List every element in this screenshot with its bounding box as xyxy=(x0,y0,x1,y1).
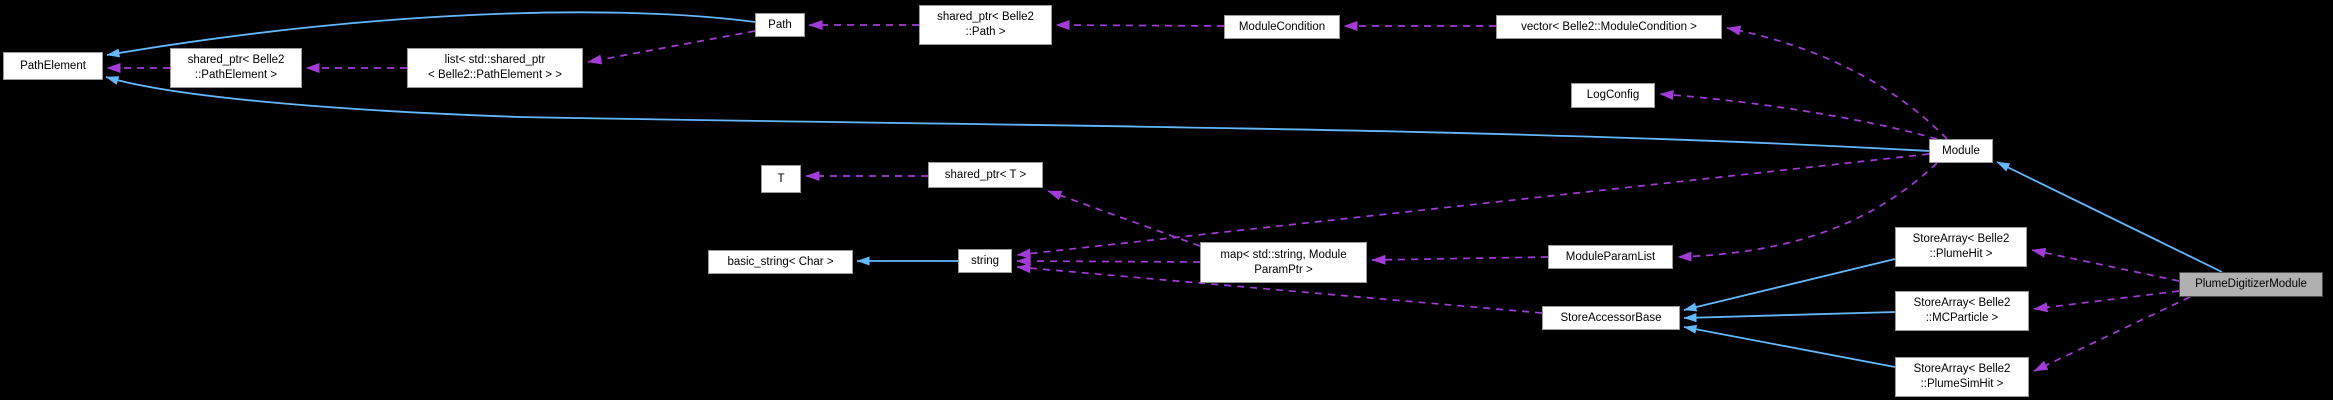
node-label: list< std::shared_ptr xyxy=(444,54,546,66)
node-storeaccessorbase[interactable]: StoreAccessorBase xyxy=(1542,306,1680,330)
node-label: shared_ptr< Belle2 xyxy=(937,11,1034,23)
edge-inheritance-storearray-plumesimhit-to-storeaccessorbase xyxy=(1683,324,1896,368)
node-sp-pathelement[interactable]: shared_ptr< Belle2::PathElement > xyxy=(170,48,302,88)
node-label: ::PlumeSimHit > xyxy=(1920,378,2004,390)
node-label: ::MCParticle > xyxy=(1925,312,1999,324)
node-label: Path xyxy=(768,18,792,31)
node-label: StoreArray< Belle2 xyxy=(1912,233,2010,245)
edge-usage-plumedigitizermodule-to-storearray-plumehit xyxy=(2031,247,2180,282)
edge-inheritance-storearray-mcparticle-to-storeaccessorbase xyxy=(1683,311,1896,323)
edge-inheritance-module-to-pathelement xyxy=(105,76,1930,152)
edge-inheritance-plumedigitizermodule-to-module xyxy=(1996,161,2223,273)
node-string[interactable]: string xyxy=(958,249,1012,273)
edge-usage-module-to-vector-modulecondition xyxy=(1726,25,1948,140)
node-label: StoreAccessorBase xyxy=(1560,311,1662,324)
edge-inheritance-path-to-pathelement xyxy=(106,11,756,58)
node-label: StoreArray< Belle2 xyxy=(1913,297,2011,309)
node-label: ::PlumeHit > xyxy=(1929,248,1993,260)
node-modulecondition[interactable]: ModuleCondition xyxy=(1224,15,1340,39)
node-label: PlumeDigitizerModule xyxy=(2195,278,2307,290)
edge-usage-modulecondition-to-sp-path xyxy=(1055,20,1225,31)
node-vector-modulecondition[interactable]: vector< Belle2::ModuleCondition > xyxy=(1496,15,1722,39)
node-sp-path[interactable]: shared_ptr< Belle2::Path > xyxy=(919,5,1052,45)
node-module[interactable]: Module xyxy=(1929,139,1993,163)
node-pathelement[interactable]: PathElement xyxy=(3,52,103,80)
node-label: ::Path > xyxy=(965,26,1006,38)
node-list-sp-pathelement[interactable]: list< std::shared_ptr< Belle2::PathEleme… xyxy=(407,48,583,88)
node-label: PathElement xyxy=(20,59,86,72)
edge-usage-map-moduleparamptr-to-string xyxy=(1016,256,1201,267)
node-storearray-plumesimhit[interactable]: StoreArray< Belle2::PlumeSimHit > xyxy=(1895,357,2029,397)
node-t[interactable]: T xyxy=(761,165,801,193)
node-label: ModuleParamList xyxy=(1565,250,1656,263)
node-label: shared_ptr< T > xyxy=(944,168,1027,181)
node-label: vector< Belle2::ModuleCondition > xyxy=(1521,20,1697,33)
edge-usage-storeaccessorbase-to-string xyxy=(1016,263,1543,314)
node-label: map< std::string, Module xyxy=(1220,248,1347,261)
node-label: T xyxy=(777,172,785,185)
node-moduleparamlist[interactable]: ModuleParamList xyxy=(1548,245,1673,269)
edge-usage-module-to-string xyxy=(1016,153,1930,259)
node-sp-t[interactable]: shared_ptr< T > xyxy=(928,162,1043,188)
edge-usage-plumedigitizermodule-to-storearray-plumesimhit xyxy=(2033,296,2191,372)
node-plumedigitizermodule[interactable]: PlumeDigitizerModule xyxy=(2179,272,2323,297)
node-label: StoreArray< Belle2 xyxy=(1913,363,2011,375)
node-label: basic_string< Char > xyxy=(727,255,834,268)
node-label: LogConfig xyxy=(1586,89,1640,101)
edge-inheritance-storearray-plumehit-to-storeaccessorbase xyxy=(1683,258,1896,312)
edge-usage-plumedigitizermodule-to-storearray-mcparticle xyxy=(2033,290,2180,313)
node-label: Module xyxy=(1942,144,1980,157)
node-storearray-mcparticle[interactable]: StoreArray< Belle2::MCParticle > xyxy=(1895,291,2029,331)
node-label: string xyxy=(970,254,1000,267)
node-logconfig[interactable]: LogConfig xyxy=(1571,83,1655,108)
node-basic-string[interactable]: basic_string< Char > xyxy=(708,250,853,274)
node-label: ParamPtr > xyxy=(1254,263,1313,276)
node-label: ModuleCondition xyxy=(1238,20,1326,33)
edge-usage-module-to-logconfig xyxy=(1659,89,1938,140)
edge-usage-module-to-moduleparamlist xyxy=(1677,162,1938,262)
edge-usage-path-to-list-sp-pathelement xyxy=(587,30,756,65)
node-storearray-plumehit[interactable]: StoreArray< Belle2::PlumeHit > xyxy=(1895,227,2027,267)
edge-usage-moduleparamlist-to-map-moduleparamptr xyxy=(1371,254,1549,265)
node-label: ::PathElement > xyxy=(194,69,278,81)
node-label: < Belle2::PathElement > > xyxy=(428,69,562,81)
node-label: shared_ptr< Belle2 xyxy=(187,54,285,66)
node-path[interactable]: Path xyxy=(755,13,805,37)
